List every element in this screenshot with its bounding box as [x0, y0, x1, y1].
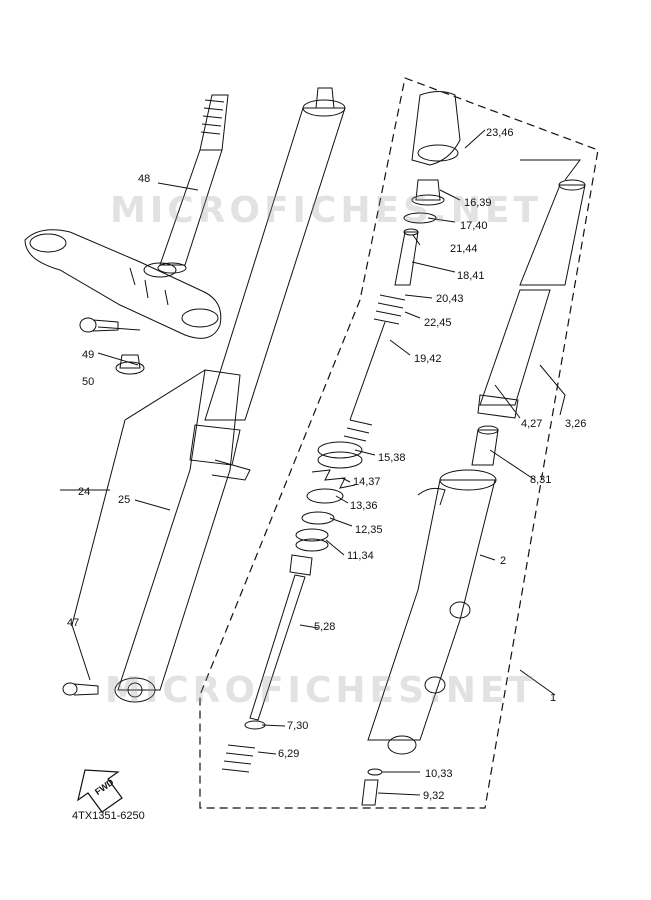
label-50: 50: [82, 376, 95, 388]
label-20-43: 20,43: [436, 293, 464, 305]
oil-seal-part: [317, 441, 363, 469]
label-23-46: 23,46: [486, 127, 514, 139]
fork-cap-part: [411, 179, 445, 206]
leader-lines-right: [257, 129, 581, 796]
assembly-dashed-outline: [199, 77, 599, 809]
steering-stem-part: [157, 94, 229, 274]
watermark-bottom: MICROFICHES.NET: [105, 670, 537, 711]
cap-bolt-part: [411, 91, 461, 166]
label-10-33: 10,33: [425, 768, 453, 780]
leader-lines-left: [60, 182, 206, 681]
bolt-47-part: [62, 682, 99, 696]
label-49: 49: [82, 349, 95, 361]
label-15-38: 15,38: [378, 452, 406, 464]
label-47: 47: [67, 617, 80, 629]
collar-50-part: [115, 354, 145, 375]
label-25: 25: [118, 494, 131, 506]
fwd-arrow-icon: [77, 769, 123, 813]
fork-spring-part: [343, 294, 406, 442]
label-18-41: 18,41: [457, 270, 485, 282]
diagram-code: 4TX1351-6250: [72, 810, 145, 822]
spacer-part: [394, 228, 419, 286]
label-7-30: 7,30: [287, 720, 309, 732]
inner-tube-part: [204, 87, 346, 421]
outer-tube-left-part: [114, 369, 251, 703]
damper-rod-part: [249, 554, 313, 721]
label-48: 48: [138, 173, 151, 185]
label-16-39: 16,39: [464, 197, 492, 209]
label-19-42: 19,42: [414, 353, 442, 365]
bolt-49-part: [79, 317, 119, 333]
slide-metal-part: [471, 425, 499, 466]
label-12-35: 12,35: [355, 524, 383, 536]
label-8-31: 8,31: [530, 474, 552, 486]
watermark-top: MICROFICHES.NET: [110, 190, 542, 231]
label-14-37: 14,37: [353, 476, 381, 488]
label-5-28: 5,28: [314, 621, 336, 633]
inner-tube-right-lower-part: [477, 289, 551, 419]
rebound-spring-part: [221, 744, 256, 773]
label-11-34: 11,34: [347, 550, 374, 562]
under-bracket-part: [24, 229, 222, 339]
label-22-45: 22,45: [424, 317, 452, 329]
label-21-44: 21,44: [450, 243, 478, 255]
label-6-29: 6,29: [278, 748, 300, 760]
drain-bolt-part: [361, 779, 379, 806]
inner-tube-right-upper-part: [519, 179, 586, 286]
label-3-26: 3,26: [565, 418, 587, 430]
washer-13-part: [306, 488, 344, 504]
retaining-clip-part: [311, 469, 356, 489]
label-24: 24: [78, 486, 91, 498]
outer-tube-right-part: [367, 469, 497, 755]
label-13-36: 13,36: [350, 500, 378, 512]
label-17-40: 17,40: [460, 220, 488, 232]
gasket-part: [367, 768, 383, 776]
label-2: 2: [500, 555, 507, 567]
label-9-32: 9,32: [423, 790, 445, 802]
label-1: 1: [550, 692, 557, 704]
bushing-11-part: [295, 528, 329, 552]
o-ring-part: [403, 212, 437, 224]
label-4-27: 4,27: [521, 418, 543, 430]
washer-12-part: [301, 511, 335, 525]
